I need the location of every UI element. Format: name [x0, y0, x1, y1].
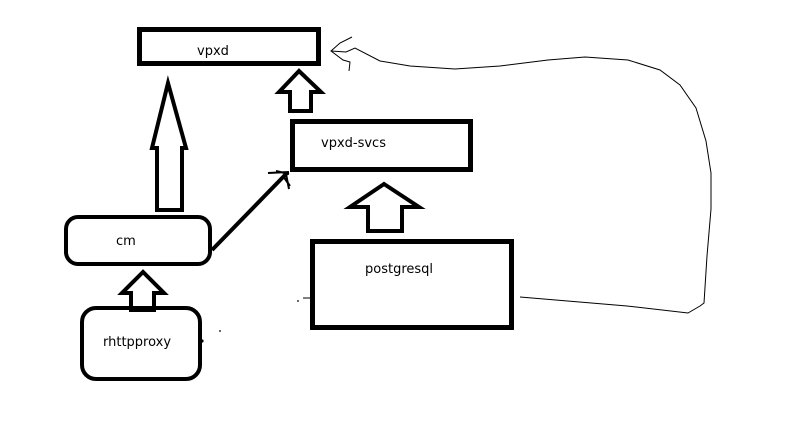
arrowhead-open	[330, 36, 353, 72]
node-vpxd[interactable]: vpxd	[137, 27, 321, 66]
vpxd-box	[137, 27, 321, 66]
rhttpproxy-label: rhttpproxy	[103, 335, 171, 350]
stray-dot	[297, 300, 299, 302]
arrow-cm-to-vpxd	[149, 75, 189, 212]
cm-box	[64, 215, 212, 266]
rhttpproxy-dot	[200, 339, 204, 343]
arrow-rhttpproxy-to-cm	[117, 269, 169, 312]
postgresql-box	[310, 239, 514, 330]
node-vpxd-svcs[interactable]: vpxd-svcs	[290, 119, 473, 172]
postgresql-label: postgresql	[365, 262, 433, 277]
vpxd-svcs-label: vpxd-svcs	[321, 136, 386, 151]
node-cm[interactable]: cm	[64, 215, 212, 266]
node-rhttpproxy[interactable]: rhttpproxy	[80, 306, 204, 381]
node-postgresql[interactable]: postgresql	[310, 239, 514, 330]
arrow-postgresql-to-vpxd	[330, 36, 712, 314]
curved-connector	[330, 47, 712, 314]
vpxd-svcs-box	[290, 119, 473, 172]
arrow-vpxd-svcs-to-vpxd	[274, 68, 326, 113]
cm-label: cm	[116, 234, 136, 249]
arrowhead-scribble	[267, 170, 291, 190]
arrow-cm-to-vpxd-svcs	[210, 170, 291, 252]
connector-line	[210, 171, 289, 252]
arrow-postgresql-to-vpxd-svcs	[343, 181, 426, 233]
vpxd-label: vpxd	[197, 44, 229, 59]
stray-dot	[219, 330, 221, 332]
